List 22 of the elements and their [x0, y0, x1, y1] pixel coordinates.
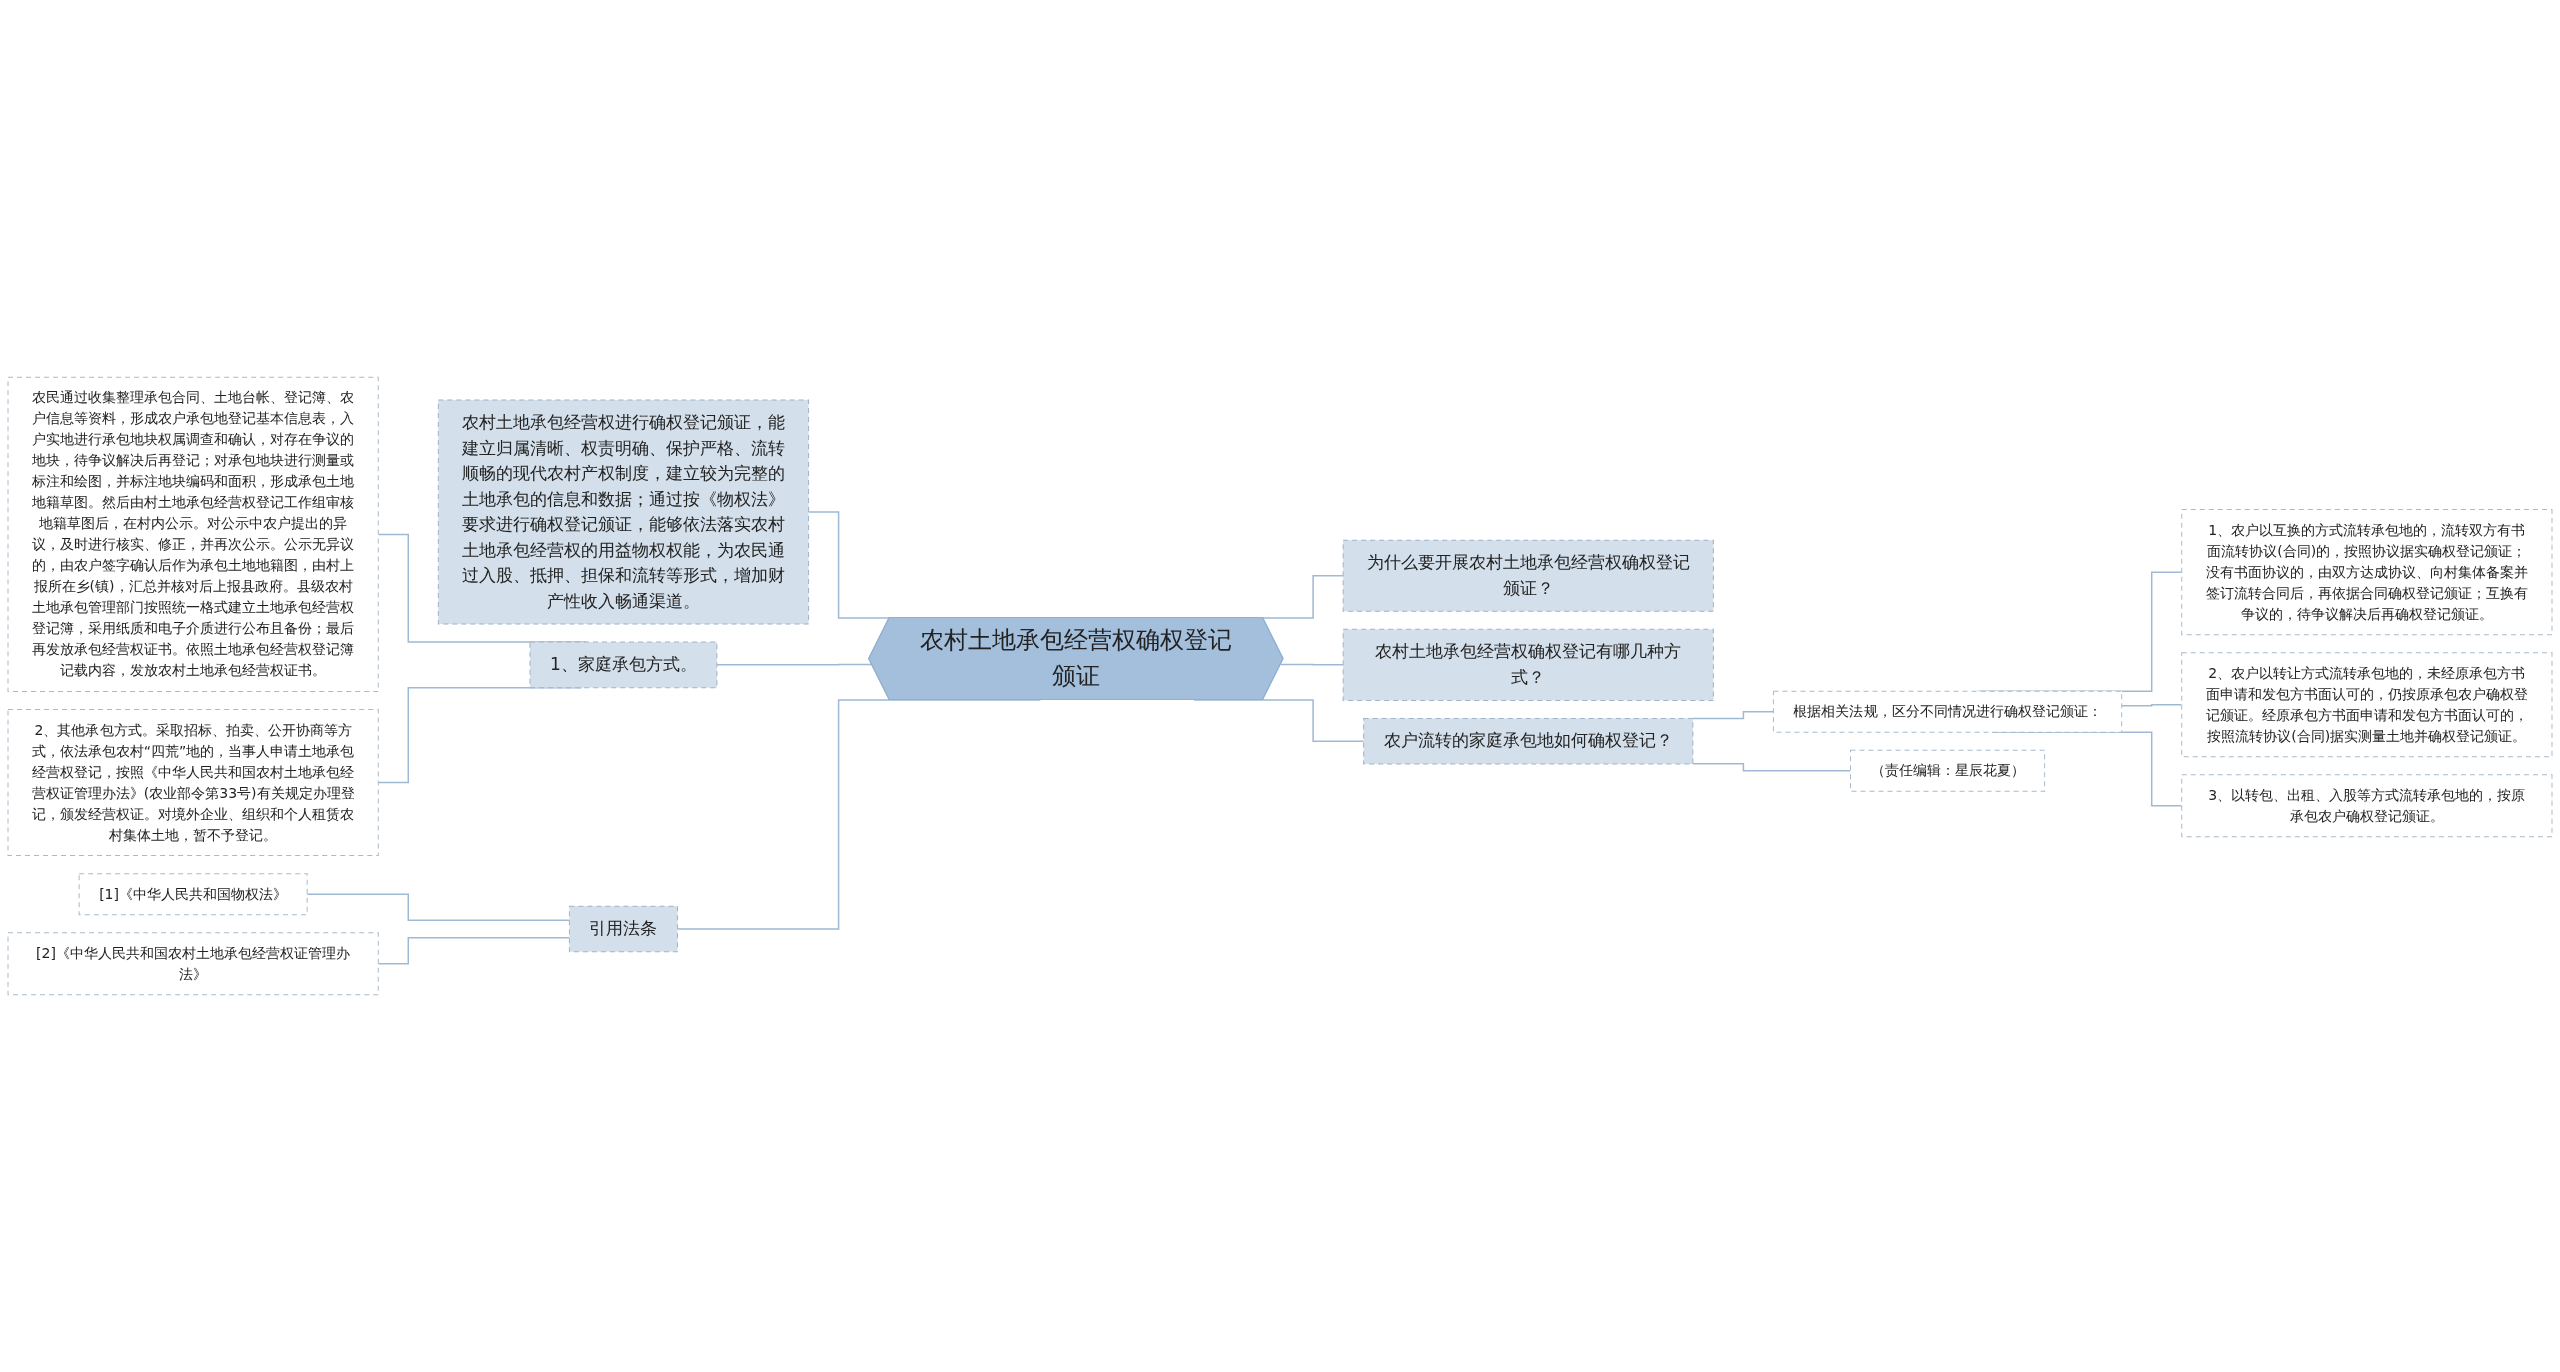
connector: [1692, 710, 1775, 720]
connector: [306, 893, 571, 921]
connector: [2120, 704, 2183, 707]
node-box: 农户流转的家庭承包地如何确权登记？: [1363, 717, 1694, 765]
node-box: 农民通过收集整理承包合同、土地台帐、登记簿、农户信息等资料，形成农户承包地登记基本信息表，入户实地进行承包地块权属调查和确认，对存在争议的地块，待争议解决后再登记；对承包地块进行测量或标注和绘图，并标注地块编码和面积，形成承包土地地籍草图。然后由村土地承包经营权登记工作组审核地籍草图后，在村内公示。对公示中农户提出的异议，及时进行核实、修正，并再次公示。公示无异议的，由农户签字确认后作为承包土地地籍图，由村上报所在乡(镇)，汇总并核对后上报县政府。县级农村土地承包管理部门按照统一格式建立土地承包经营权登记簿，采用纸质和电子介质进行公布且备份；最后再发放承包经营权证书。依照土地承包经营权登记簿记载内容，发放农村土地承包经营权证书。: [7, 376, 379, 692]
connector: [377, 936, 571, 965]
connector: [1280, 663, 1344, 666]
node-box: 1、农户以互换的方式流转承包地的，流转双方有书面流转协议(合同)的，按照协议据实确权登记颁证；没有书面协议的，由双方达成协议、向村集体备案并签订流转合同后，再依据合同确权登记颁证；互换有争议的，待争议解决后再确权登记颁证。: [2181, 509, 2553, 636]
node-box: 1、家庭承包方式。: [529, 641, 718, 689]
node-box: 为什么要开展农村土地承包经营权确权登记颁证？: [1342, 539, 1714, 612]
node-box: [1]《中华人民共和国物权法》: [78, 873, 308, 916]
node-box: 农村土地承包经营权确权登记有哪几种方式？: [1342, 628, 1714, 701]
node-box: [2]《中华人民共和国农村土地承包经营权证管理办法》: [7, 932, 379, 996]
node-box: 3、以转包、出租、入股等方式流转承包地的，按原承包农户确权登记颁证。: [2181, 774, 2553, 838]
node-box: 2、农户以转让方式流转承包地的，未经原承包方书面申请和发包方书面认可的，仍按原承包农户确权登记颁证。经原承包方书面申请和发包方书面认可的，按照流转协议(合同)据实测量土地并确权登记颁证。: [2181, 652, 2553, 758]
node-box: 根据相关法规，区分不同情况进行确权登记颁证：: [1772, 690, 2123, 733]
connector: [1692, 763, 1852, 772]
node-box: 引用法条: [568, 905, 678, 953]
node-box: 2、其他承包方式。采取招标、拍卖、公开协商等方式，依法承包农村“四荒”地的，当事人申请土地承包经营权登记，按照《中华人民共和国农村土地承包经营权证管理办法》(农业部令第33号)有关规定办理登记，颁发经营权证。对境外企业、组织和个人租赁农村集体土地，暂不予登记。: [7, 709, 379, 857]
node-box: 农村土地承包经营权进行确权登记颁证，能建立归属清晰、权责明确、保护严格、流转顺畅的现代农村产权制度，建立较为完整的土地承包的信息和数据；通过按《物权法》要求进行确权登记颁证，能够依法落实农村土地承包经营权的用益物权权能，为农民通过入股、抵押、担保和流转等形式，增加财产性收入畅通渠道。: [437, 399, 810, 625]
connector: [716, 663, 873, 666]
node-box: （责任编辑：星辰花夏）: [1850, 749, 2046, 792]
